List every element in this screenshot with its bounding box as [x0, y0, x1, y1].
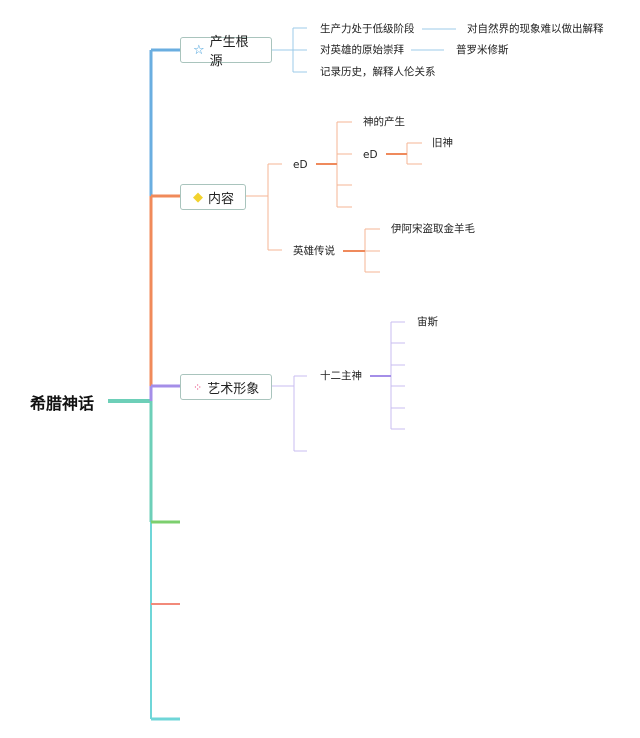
magic-wand-icon: ⁘: [193, 380, 203, 394]
topic-label: 产生根源: [209, 35, 249, 69]
topic-content[interactable]: ◆ 内容: [180, 184, 246, 210]
gem-icon: ◆: [193, 189, 203, 205]
topic-label: 艺术形象: [207, 381, 260, 397]
subtopic[interactable]: eD: [363, 148, 378, 161]
root-topic[interactable]: 希腊神话: [30, 394, 95, 413]
subtopic[interactable]: 十二主神: [320, 369, 362, 382]
subtopic[interactable]: 神的产生: [363, 115, 405, 128]
subtopic[interactable]: 英雄传说: [293, 244, 335, 257]
subtopic[interactable]: 对英雄的原始崇拜: [320, 43, 404, 56]
subtopic[interactable]: 对自然界的现象难以做出解释: [467, 22, 604, 35]
subtopic[interactable]: 旧神: [432, 136, 453, 149]
topic-label: 内容: [208, 191, 235, 207]
subtopic[interactable]: 伊阿宋盗取金羊毛: [391, 222, 475, 235]
subtopic[interactable]: eD: [293, 158, 308, 171]
star-icon: ☆: [193, 42, 205, 58]
topic-origin[interactable]: ☆ 产生根源: [180, 35, 272, 69]
topic-art-image[interactable]: ⁘ 艺术形象: [180, 374, 272, 400]
subtopic[interactable]: 记录历史，解释人伦关系: [320, 65, 436, 78]
subtopic[interactable]: 宙斯: [417, 315, 438, 328]
subtopic[interactable]: 生产力处于低级阶段: [320, 22, 415, 35]
subtopic[interactable]: 普罗米修斯: [456, 43, 509, 56]
